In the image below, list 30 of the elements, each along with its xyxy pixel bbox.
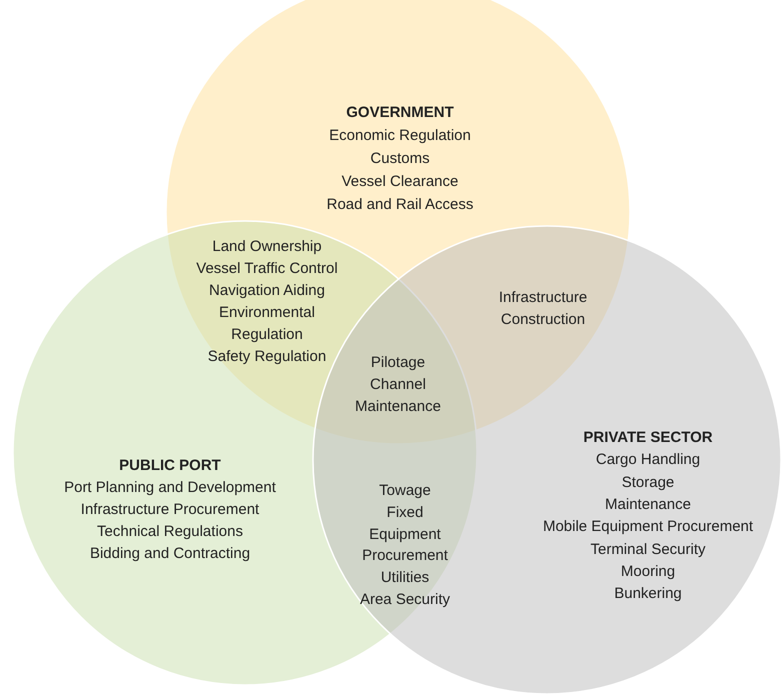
role-text: Mooring (620, 562, 676, 582)
circle-heading: GOVERNMENT (346, 103, 454, 123)
role-text: Storage (622, 472, 674, 493)
role-text: Pilotage (370, 353, 426, 373)
role-text: Bidding and Contracting (90, 544, 250, 564)
role-text: Cargo Handling (596, 450, 700, 470)
role-text: Vessel Clearance (342, 172, 458, 192)
role-text: Infrastructure Procurement (80, 500, 260, 520)
role-text: Mobile Equipment Procurement (542, 517, 754, 538)
role-text: Fixed Equipment Procurement (361, 503, 449, 566)
role-text: Port Planning and Development (64, 478, 276, 498)
role-text: Maintenance (605, 494, 691, 515)
role-text: Road and Rail Access (326, 195, 474, 215)
role-text: Vessel Traffic Control (195, 259, 339, 279)
circle-heading: PUBLIC PORT (119, 456, 221, 476)
role-text: Technical Regulations (97, 522, 243, 542)
role-text: Area Security (358, 590, 452, 610)
role-text: Towage (378, 481, 432, 501)
role-text: Terminal Security (590, 540, 706, 560)
role-text: Safety Regulation (206, 347, 328, 367)
role-text: Environmental Regulation (218, 303, 316, 344)
role-text: Economic Regulation (329, 126, 471, 146)
role-text: Channel Maintenance (354, 375, 442, 416)
role-text: Infrastructure Construction (498, 288, 588, 330)
role-text: Utilities (380, 568, 430, 588)
role-text: Customs (370, 149, 430, 169)
circle-heading: PRIVATE SECTOR (583, 428, 713, 448)
role-text: Bunkering (614, 584, 682, 604)
role-text: Navigation Aiding (208, 281, 326, 301)
role-text: Land Ownership (211, 237, 323, 257)
